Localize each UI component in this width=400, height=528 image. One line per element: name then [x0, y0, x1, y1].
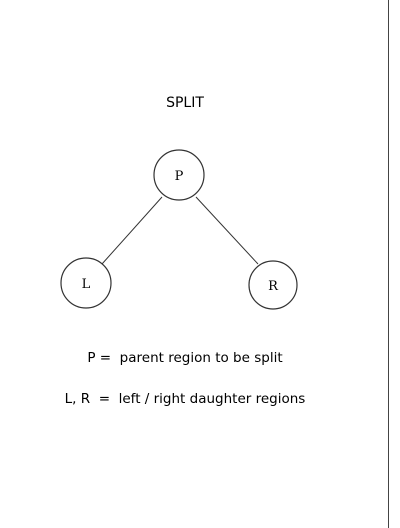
diagram-title: SPLIT	[166, 95, 204, 111]
legend-daughters: L, R = left / right daughter regions	[64, 391, 306, 407]
legend-parent: P = parent region to be split	[87, 350, 283, 366]
node-parent-label: P	[175, 169, 184, 184]
node-left-label: L	[82, 277, 91, 292]
page-edge-line	[388, 0, 389, 528]
node-right-label: R	[268, 279, 279, 294]
node-parent: P	[153, 149, 205, 201]
edge-parent-left	[101, 196, 163, 265]
node-right: R	[248, 260, 298, 310]
node-left: L	[60, 257, 112, 309]
edge-parent-right	[195, 196, 259, 265]
